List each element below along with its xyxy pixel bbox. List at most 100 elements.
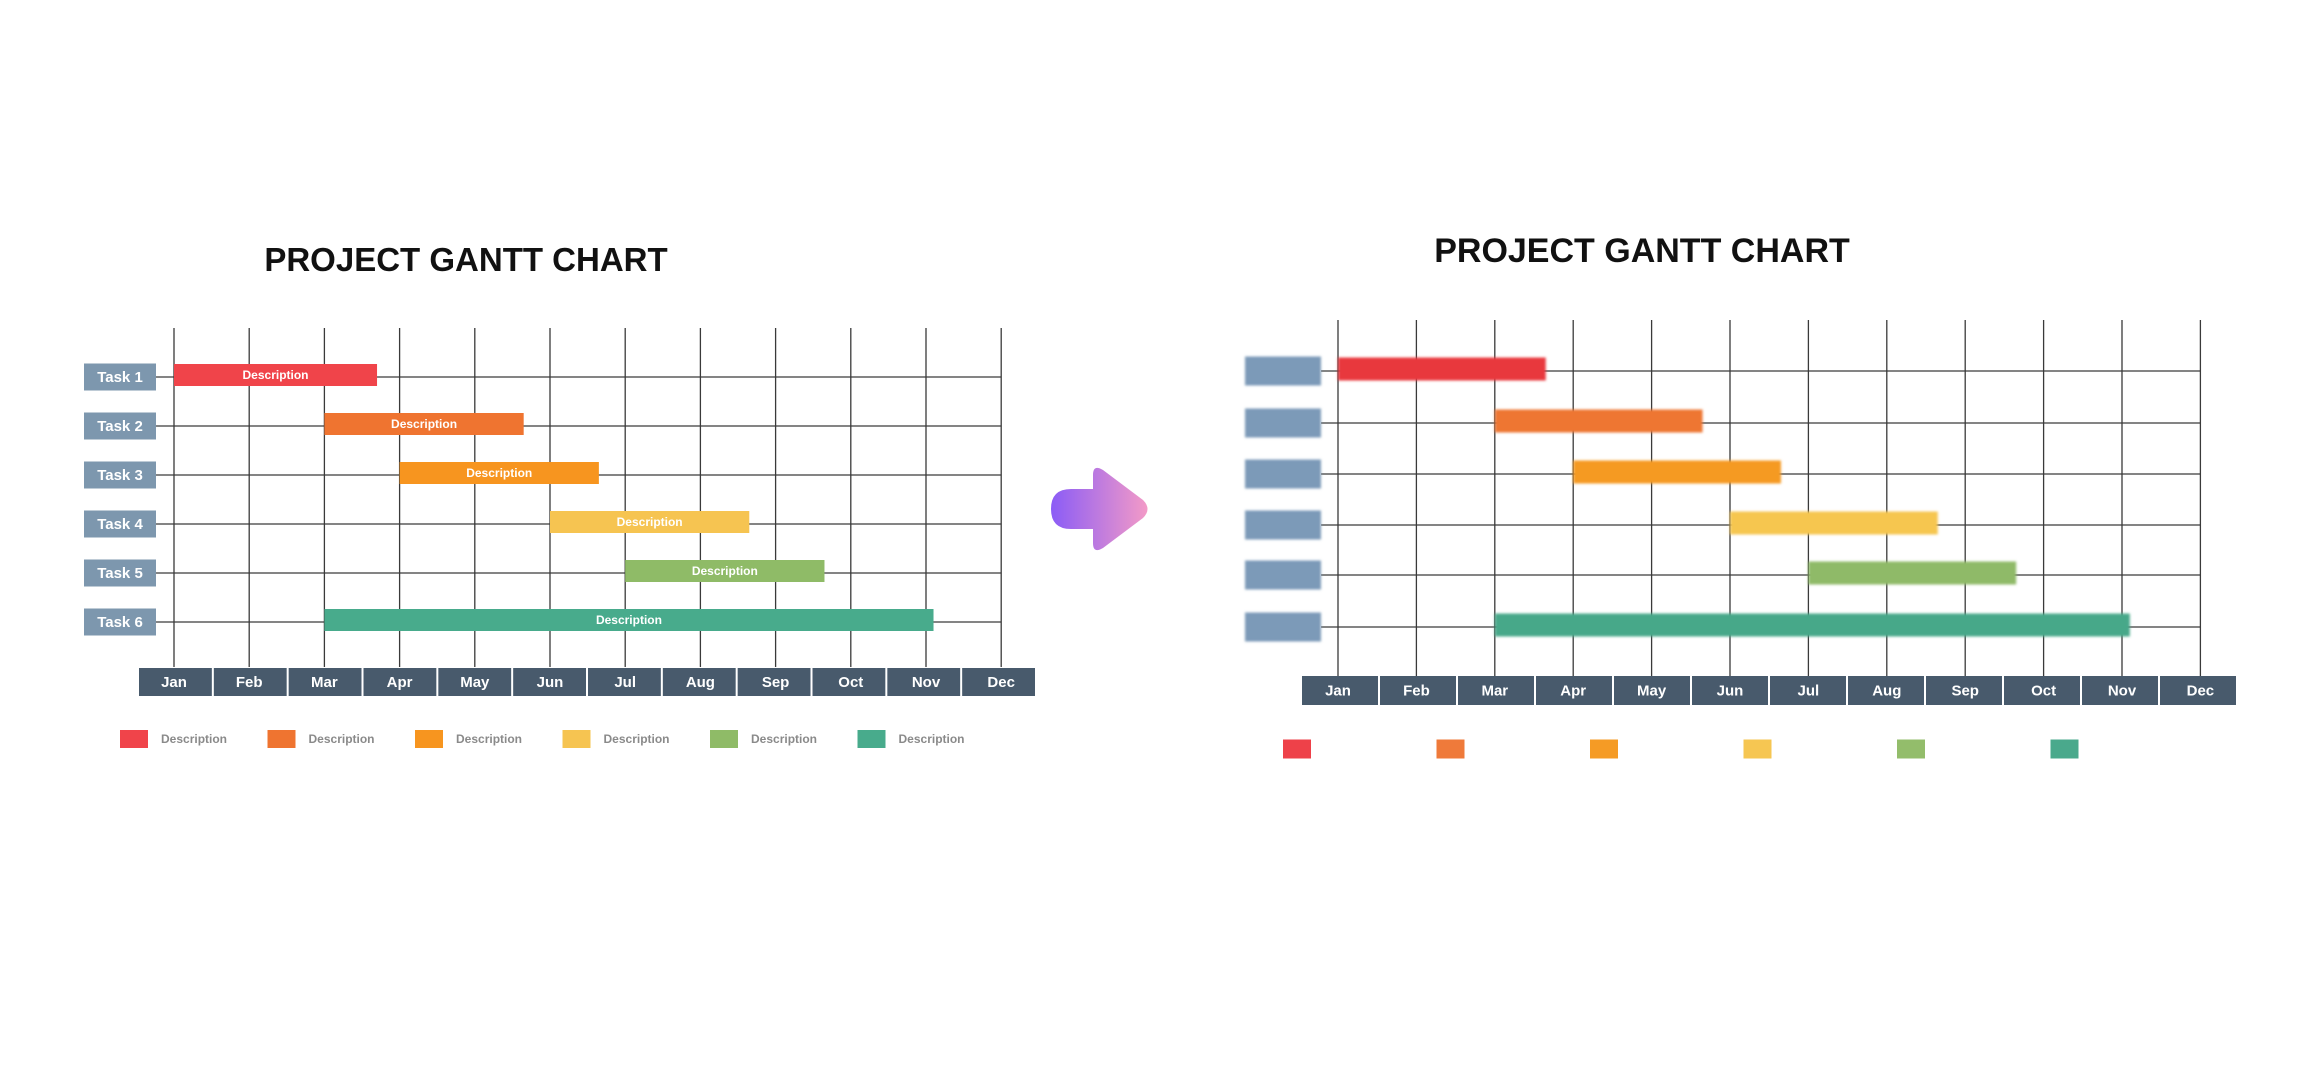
month-cell	[139, 668, 212, 696]
month-cell	[363, 668, 437, 696]
legend-swatch	[267, 730, 296, 748]
task-label-tag	[1245, 560, 1321, 590]
task-label-tag	[1245, 356, 1321, 386]
right-arrow-icon	[1051, 467, 1148, 551]
legend-swatch	[2050, 739, 2079, 759]
month-cell	[1926, 676, 2002, 705]
task-bar	[625, 560, 825, 582]
month-cell	[737, 668, 811, 696]
task-bars	[1338, 357, 2130, 637]
legend: Description Description Description Descrip…	[120, 730, 965, 748]
month-cell	[962, 668, 1035, 696]
legend-swatch	[1590, 739, 1618, 759]
month-cell	[2160, 676, 2236, 705]
chart-title: PROJECT GANTT CHART	[1434, 232, 1850, 270]
month-tick-label: Jan	[161, 674, 187, 691]
month-cell	[1692, 676, 1768, 705]
legend-label: Description	[899, 732, 965, 746]
month-tick-label: Apr	[1560, 683, 1586, 700]
month-tick-label: May	[460, 674, 490, 691]
legend-swatch	[120, 730, 148, 748]
month-cell	[588, 668, 661, 696]
month-tick-label: May	[1637, 683, 1667, 700]
month-tick-label: Aug	[1872, 683, 1901, 700]
task-label-tag	[84, 363, 156, 391]
month-cell	[288, 668, 362, 696]
chart-title: PROJECT GANTT CHART	[264, 241, 667, 278]
task-bar	[399, 462, 599, 484]
legend-swatch	[1897, 739, 1925, 759]
month-tick-label: Aug	[686, 674, 715, 691]
month-cell	[1302, 676, 1378, 705]
legend-label: Description	[161, 732, 227, 746]
month-cell	[812, 668, 886, 696]
task-bar-label: Description	[466, 466, 532, 480]
task-bar	[1808, 561, 2017, 585]
task-bar	[174, 364, 378, 386]
month-tick-label: Sep	[1951, 683, 1979, 700]
legend-label: Description	[604, 732, 670, 746]
task-bars: DescriptionDescriptionDescriptionDescrip…	[174, 364, 934, 631]
task-label-tag	[84, 559, 156, 587]
task-label-tag	[1245, 459, 1321, 489]
task-label: Task 5	[97, 565, 143, 582]
task-label-tag	[1245, 408, 1321, 438]
task-bar-label: Description	[391, 417, 457, 431]
month-tick-label: Feb	[1403, 683, 1430, 700]
month-tick-label: Sep	[762, 674, 790, 691]
month-cell	[213, 668, 287, 696]
task-bar-label: Description	[243, 368, 309, 382]
task-bar	[1494, 613, 2130, 637]
month-cell	[2082, 676, 2158, 705]
task-label-tag	[84, 412, 156, 440]
task-label: Task 4	[97, 516, 143, 533]
month-tick-label: Mar	[311, 674, 338, 691]
task-bar-label: Description	[596, 613, 662, 627]
legend-swatch	[710, 730, 738, 748]
month-tick-label: Oct	[838, 674, 863, 691]
legend-label: Description	[751, 732, 817, 746]
task-label: Task 6	[97, 614, 143, 631]
month-tick-label: Jul	[614, 674, 636, 691]
task-bar	[550, 511, 750, 533]
month-cell	[1458, 676, 1534, 705]
legend-label: Description	[309, 732, 375, 746]
month-cell	[1614, 676, 1690, 705]
legend	[1283, 739, 2079, 759]
task-label-tag	[1245, 510, 1321, 540]
month-tick-label: Jun	[1717, 683, 1744, 700]
month-cell	[1770, 676, 1846, 705]
month-tick-label: Feb	[236, 674, 263, 691]
task-bar-label: Description	[617, 515, 683, 529]
task-label-tag	[1245, 612, 1321, 642]
task-label: Task 1	[97, 369, 143, 386]
task-bar	[324, 413, 524, 435]
task-label-tag	[84, 461, 156, 489]
month-cell	[1536, 676, 1612, 705]
task-bar	[324, 609, 934, 631]
task-bar	[1338, 357, 1546, 381]
month-tick-label: Jan	[1325, 683, 1351, 700]
task-label-tag	[84, 608, 156, 636]
task-bar-label: Description	[692, 564, 758, 578]
legend-swatch	[415, 730, 443, 748]
month-cell	[887, 668, 961, 696]
month-tick-label: Apr	[387, 674, 413, 691]
month-tick-label: Nov	[2108, 683, 2137, 700]
legend-swatch	[562, 730, 591, 748]
task-label: Task 3	[97, 467, 143, 484]
legend-swatch	[857, 730, 886, 748]
task-label-tag	[84, 510, 156, 538]
task-labels	[1245, 356, 1321, 642]
month-tick-label: Jun	[537, 674, 564, 691]
month-cell	[662, 668, 736, 696]
task-bar	[1573, 460, 1781, 484]
task-bar	[1494, 409, 1703, 433]
task-bar	[1730, 511, 1938, 535]
month-tick-label: Dec	[2187, 683, 2215, 700]
